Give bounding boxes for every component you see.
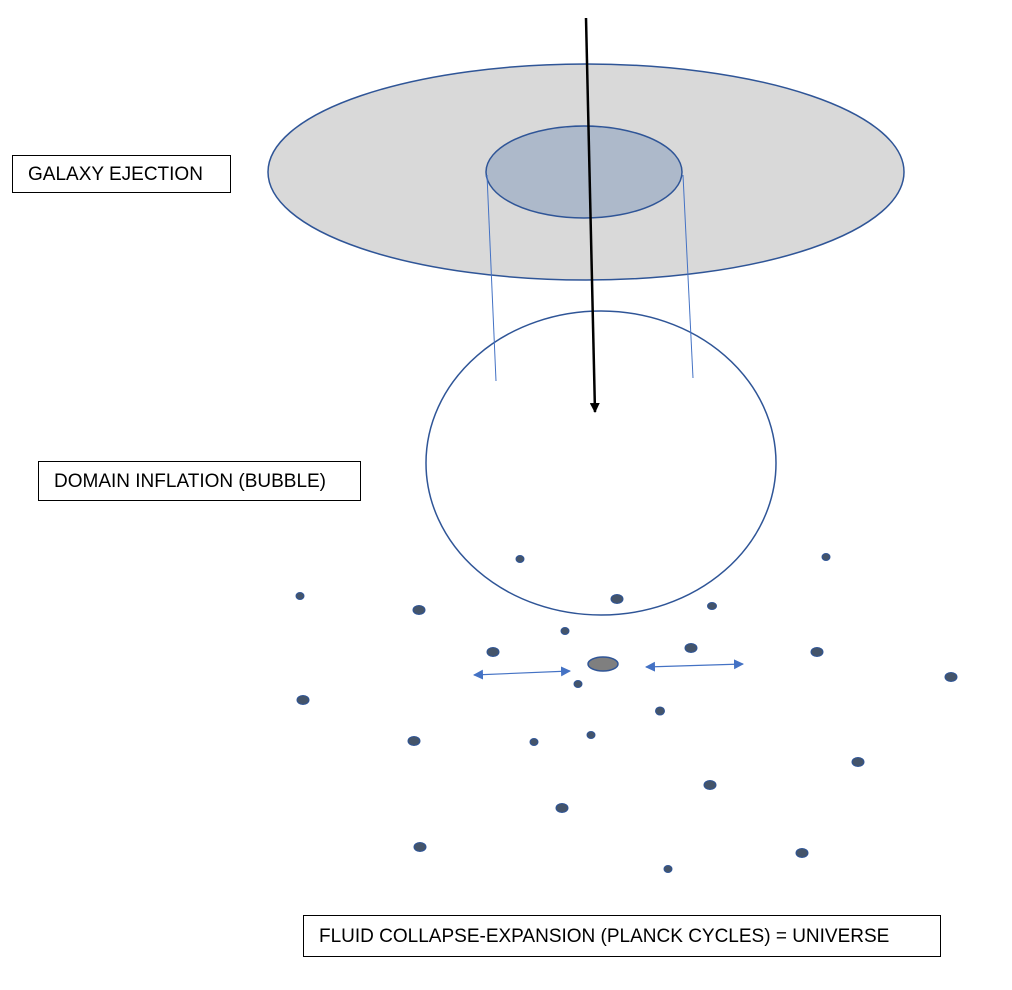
particle bbox=[610, 594, 624, 604]
particle bbox=[560, 627, 570, 635]
particle bbox=[295, 592, 305, 600]
particle bbox=[486, 647, 500, 657]
expansion-arrow-right bbox=[645, 659, 744, 672]
particle bbox=[515, 555, 525, 563]
particle bbox=[851, 757, 865, 767]
particle bbox=[529, 738, 539, 746]
central-particle bbox=[587, 656, 619, 672]
particle bbox=[412, 605, 426, 615]
expansion-arrow-left bbox=[473, 666, 571, 680]
particle bbox=[703, 780, 717, 790]
galaxy-core bbox=[485, 125, 683, 219]
particle bbox=[944, 672, 958, 682]
ejection-arrow bbox=[584, 17, 600, 413]
particle bbox=[684, 643, 698, 653]
particle bbox=[663, 865, 673, 873]
particle bbox=[555, 803, 569, 813]
particle bbox=[573, 680, 583, 688]
particle bbox=[707, 602, 717, 610]
particle bbox=[655, 706, 665, 716]
galaxy-ejection-label: GALAXY EJECTION bbox=[12, 155, 231, 193]
connector-line-right bbox=[682, 174, 694, 379]
connector-line-left bbox=[486, 174, 497, 382]
domain-inflation-label: DOMAIN INFLATION (BUBBLE) bbox=[38, 461, 361, 501]
particle bbox=[586, 731, 596, 739]
particle bbox=[810, 647, 824, 657]
particle bbox=[413, 842, 427, 852]
domain-bubble bbox=[425, 310, 777, 616]
particle bbox=[296, 695, 310, 705]
particle bbox=[407, 736, 421, 746]
particle bbox=[821, 553, 831, 561]
particle bbox=[795, 848, 809, 858]
particle-field bbox=[295, 553, 958, 873]
fluid-collapse-label: FLUID COLLAPSE-EXPANSION (PLANCK CYCLES)… bbox=[303, 915, 941, 957]
